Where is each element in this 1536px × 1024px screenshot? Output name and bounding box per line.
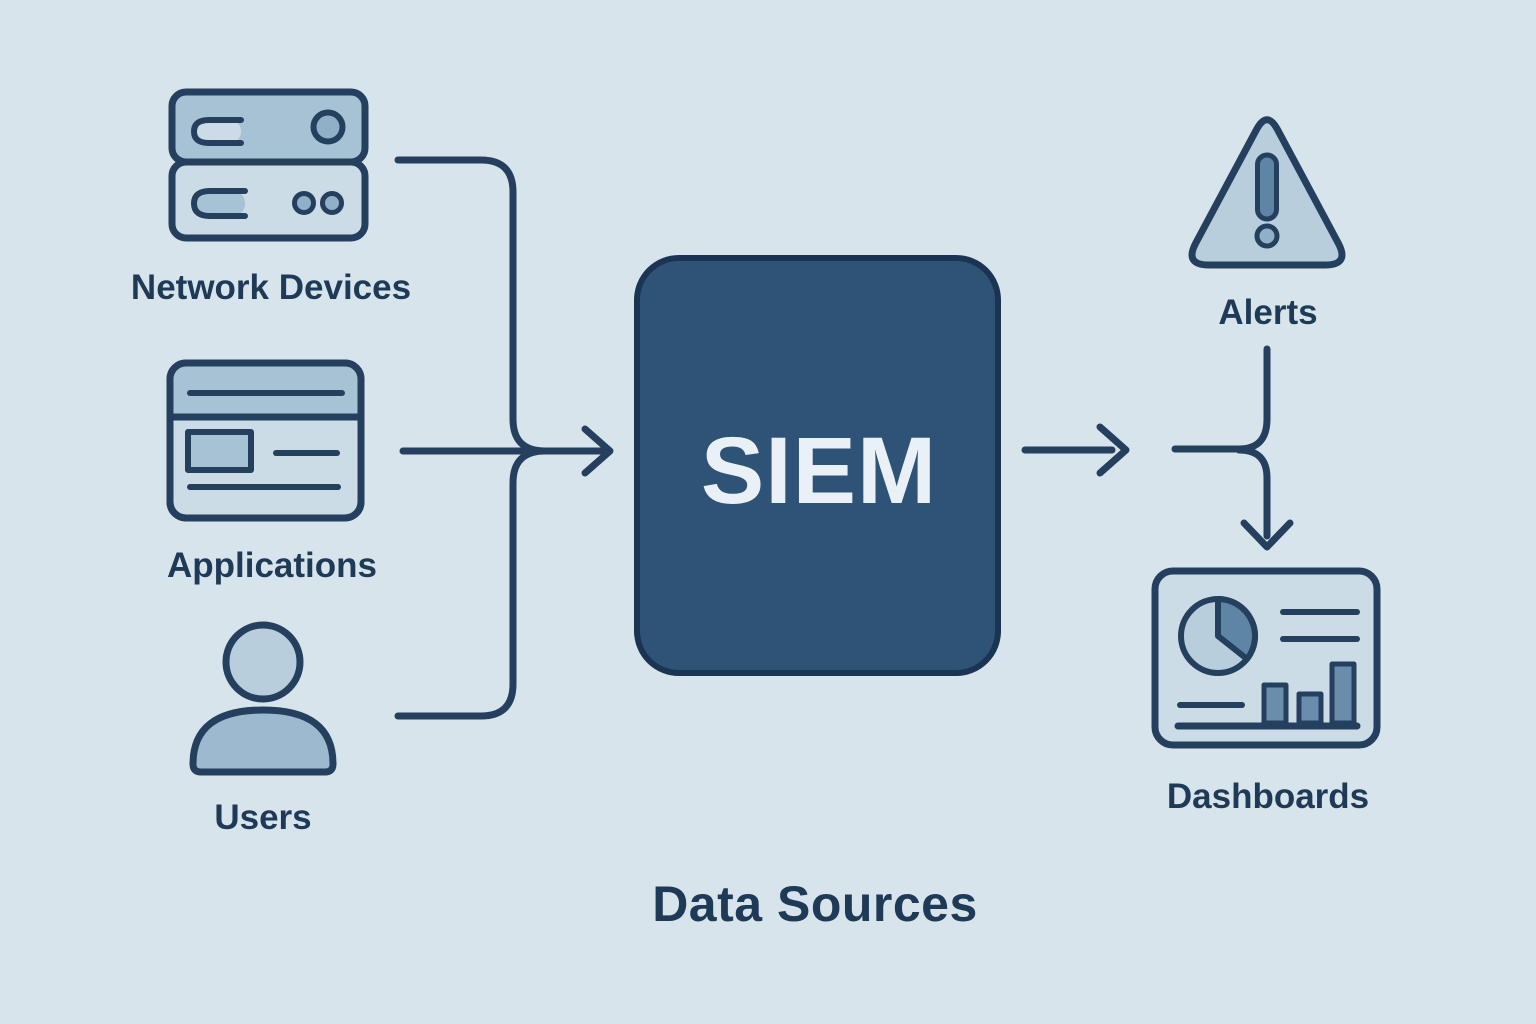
connector-network-to-siem xyxy=(394,156,549,455)
dashboard-chart-icon xyxy=(1151,567,1381,749)
node-users: Users xyxy=(189,621,337,837)
arrowhead-into-dashboards xyxy=(1240,519,1294,551)
users-label: Users xyxy=(214,798,311,837)
node-alerts: Alerts xyxy=(1188,116,1346,332)
exclamation-bar xyxy=(1255,152,1279,222)
app-content-block xyxy=(185,429,254,473)
arrowhead-into-siem xyxy=(581,425,614,477)
applications-label: Applications xyxy=(167,546,377,585)
server-slot-top-fill xyxy=(194,120,241,143)
server-stack-icon xyxy=(168,88,369,242)
server-led-bottom-1 xyxy=(292,191,316,215)
warning-triangle-icon xyxy=(1188,116,1346,269)
alerts-label: Alerts xyxy=(1218,293,1317,332)
server-led-top xyxy=(310,109,346,145)
siem-box xyxy=(634,255,1001,676)
server-slot-bottom-fill xyxy=(194,191,245,216)
arrowhead-siem-output xyxy=(1096,423,1130,477)
connector-users-to-siem xyxy=(394,447,549,720)
node-network-devices: Network Devices xyxy=(131,88,411,307)
connector-group xyxy=(394,156,1294,720)
server-led-bottom-2 xyxy=(320,191,344,215)
user-body xyxy=(189,706,337,776)
siem-label: SIEM xyxy=(701,418,937,524)
user-icon xyxy=(189,621,337,776)
network-devices-label: Network Devices xyxy=(131,268,411,307)
app-window-frame-outline xyxy=(166,359,365,522)
dashboards-label: Dashboards xyxy=(1167,777,1369,816)
server-slot-bottom xyxy=(191,188,248,219)
node-dashboards: Dashboards xyxy=(1151,567,1381,816)
user-head xyxy=(222,621,304,703)
app-window-icon xyxy=(166,359,365,522)
bar-chart-bar-1 xyxy=(1261,682,1289,726)
node-applications: Applications xyxy=(166,359,377,585)
exclamation-dot xyxy=(1254,223,1280,249)
node-siem: SIEM xyxy=(634,255,1001,676)
bar-chart-bar-3 xyxy=(1329,661,1357,726)
server-slot-top xyxy=(191,117,244,146)
pie-chart-wedge xyxy=(1215,596,1259,662)
bar-chart-bar-2 xyxy=(1296,691,1324,726)
connector-to-dashboards xyxy=(1235,446,1271,540)
connector-alerts-down xyxy=(1235,345,1271,453)
diagram-caption: Data Sources xyxy=(652,876,978,932)
